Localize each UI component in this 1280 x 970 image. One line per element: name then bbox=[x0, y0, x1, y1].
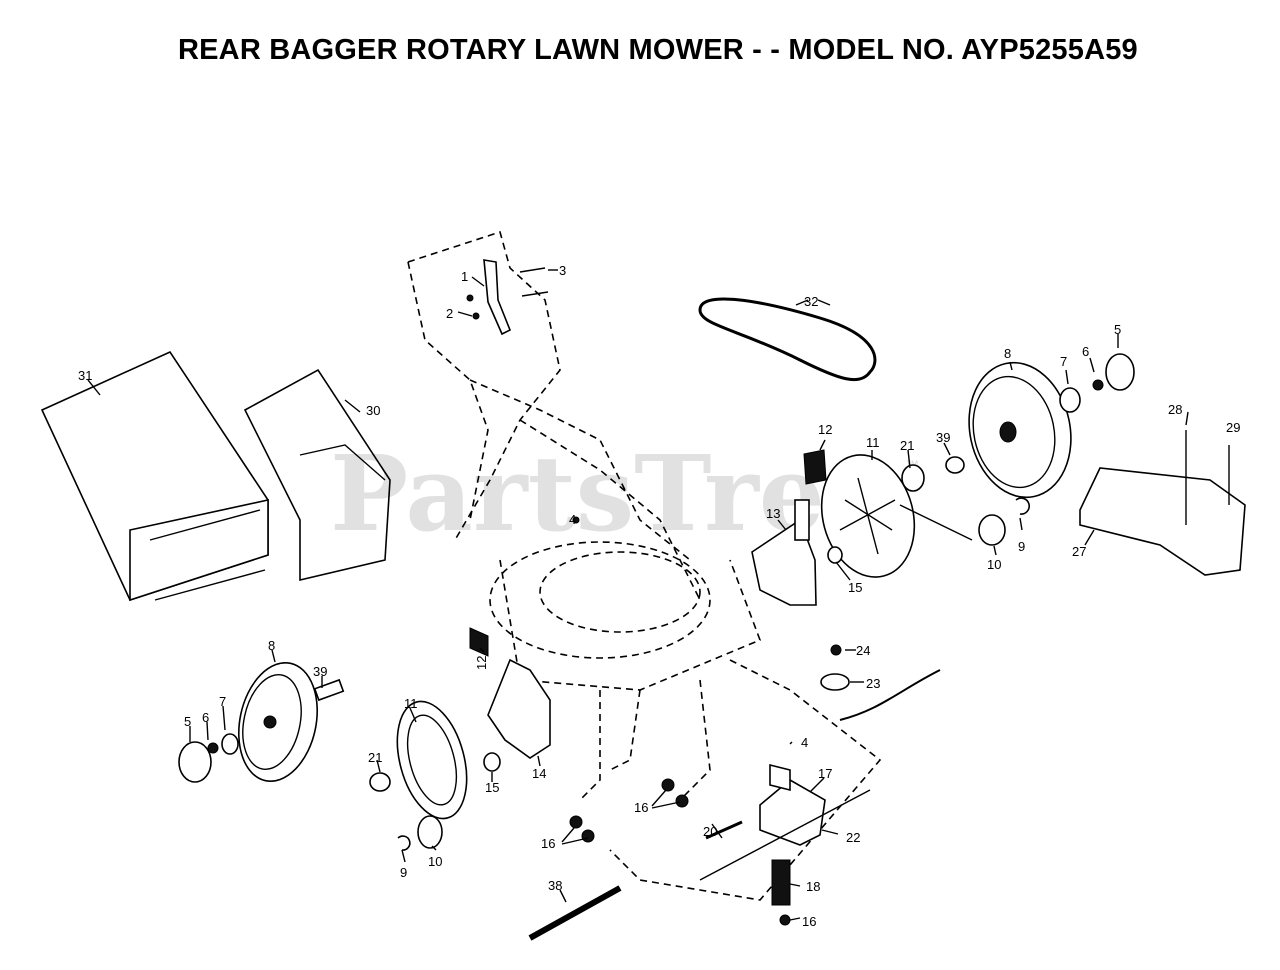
rear-wheel-left bbox=[237, 661, 345, 783]
callout-15: 15 bbox=[485, 780, 499, 795]
callout-39: 39 bbox=[313, 664, 327, 679]
callout-27: 27 bbox=[1072, 544, 1086, 559]
wheel-hardware-left bbox=[178, 733, 239, 783]
callout-3: 3 bbox=[559, 263, 566, 278]
callout-38: 38 bbox=[548, 878, 562, 893]
rear-baffle bbox=[1079, 430, 1246, 576]
rear-wheel-right bbox=[968, 361, 1072, 499]
callout-5: 5 bbox=[184, 714, 191, 729]
callout-4: 4 bbox=[569, 512, 576, 527]
diagram-title: REAR BAGGER ROTARY LAWN MOWER - - MODEL … bbox=[178, 34, 1138, 66]
callout-32: 32 bbox=[804, 294, 818, 309]
callout-10: 10 bbox=[987, 557, 1001, 572]
callout-17: 17 bbox=[818, 766, 832, 781]
callout-9: 9 bbox=[400, 865, 407, 880]
callout-16: 16 bbox=[802, 914, 816, 929]
callout-24: 24 bbox=[856, 643, 870, 658]
bag-frame bbox=[243, 368, 391, 582]
callout-11: 11 bbox=[866, 435, 880, 450]
pinion-left bbox=[397, 815, 443, 851]
callout-15: 15 bbox=[848, 580, 862, 595]
callout-14: 14 bbox=[532, 766, 546, 781]
callout-11: 11 bbox=[404, 696, 418, 711]
handle-outline bbox=[407, 230, 701, 601]
callout-16: 16 bbox=[634, 800, 648, 815]
callout-8: 8 bbox=[268, 638, 275, 653]
drive-belt bbox=[698, 297, 877, 382]
callout-2: 2 bbox=[446, 306, 453, 321]
drive-gear-left bbox=[369, 700, 468, 820]
callout-13: 13 bbox=[766, 506, 780, 521]
grass-bag bbox=[40, 350, 269, 602]
callout-leaders bbox=[87, 269, 1189, 921]
callout-8: 8 bbox=[1004, 346, 1011, 361]
callout-6: 6 bbox=[1082, 344, 1089, 359]
callout-20: 20 bbox=[703, 824, 717, 839]
drive-gear-right bbox=[820, 454, 916, 578]
callout-23: 23 bbox=[866, 676, 880, 691]
wheel-hardware-right bbox=[901, 353, 1135, 492]
callout-1: 1 bbox=[461, 269, 468, 284]
callout-4: 4 bbox=[801, 735, 808, 750]
height-adjust-bracket-right bbox=[751, 449, 843, 606]
callout-12: 12 bbox=[474, 656, 489, 670]
callout-22: 22 bbox=[846, 830, 860, 845]
axle-rod bbox=[528, 885, 622, 941]
callout-9: 9 bbox=[1018, 539, 1025, 554]
callout-6: 6 bbox=[202, 710, 209, 725]
pinion-right bbox=[899, 497, 1030, 546]
callout-18: 18 bbox=[806, 879, 820, 894]
callout-16: 16 bbox=[541, 836, 555, 851]
mower-deck-outline bbox=[489, 541, 882, 901]
callout-7: 7 bbox=[1060, 354, 1067, 369]
callout-28: 28 bbox=[1168, 402, 1182, 417]
callout-31: 31 bbox=[78, 368, 92, 383]
callout-39: 39 bbox=[936, 430, 950, 445]
callout-29: 29 bbox=[1226, 420, 1240, 435]
callout-21: 21 bbox=[900, 438, 914, 453]
callout-12: 12 bbox=[818, 422, 832, 437]
callout-7: 7 bbox=[219, 694, 226, 709]
control-lever bbox=[466, 259, 549, 336]
callout-10: 10 bbox=[428, 854, 442, 869]
callout-30: 30 bbox=[366, 403, 380, 418]
callout-21: 21 bbox=[368, 750, 382, 765]
callout-5: 5 bbox=[1114, 322, 1121, 337]
callout-labels: 1 2 3 4 4 5 5 6 6 7 7 8 8 9 9 10 10 11 1… bbox=[78, 263, 1240, 929]
height-adjust-bracket-left bbox=[469, 627, 551, 772]
transmission bbox=[699, 644, 941, 926]
